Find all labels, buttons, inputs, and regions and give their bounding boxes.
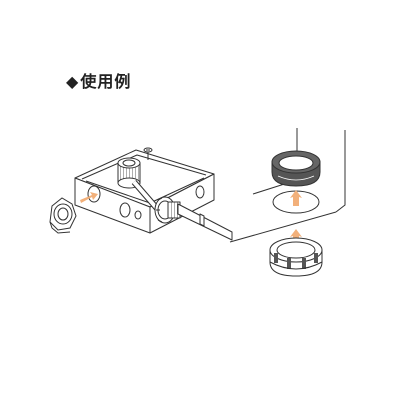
lock-nut-icon: [49, 197, 77, 234]
conduit-pipe: [177, 203, 233, 241]
usage-example-heading: ◆使用例: [66, 68, 131, 92]
junction-box-illustration: [74, 147, 233, 241]
knockout-hole: [195, 185, 205, 199]
screw-icon: [143, 147, 153, 160]
assembly-arrow-icon: [80, 192, 98, 203]
panel-outline: [335, 130, 346, 213]
assembly-arrow-icon: [290, 190, 302, 206]
knockout-hole: [134, 210, 142, 220]
side-fitting-icon: [154, 196, 181, 224]
lock-nut-icon: [269, 237, 323, 277]
usage-example-title: 使用例: [80, 72, 132, 91]
junction-box-inner-edge: [81, 154, 207, 180]
fitting-inside-box-icon: [117, 157, 141, 189]
panel-bottom-edge: [229, 211, 337, 243]
bushing-icon: [271, 150, 321, 187]
knockout-hole: [119, 202, 131, 218]
conduit-band: [199, 213, 205, 227]
diamond-marker-icon: ◆: [66, 72, 80, 91]
